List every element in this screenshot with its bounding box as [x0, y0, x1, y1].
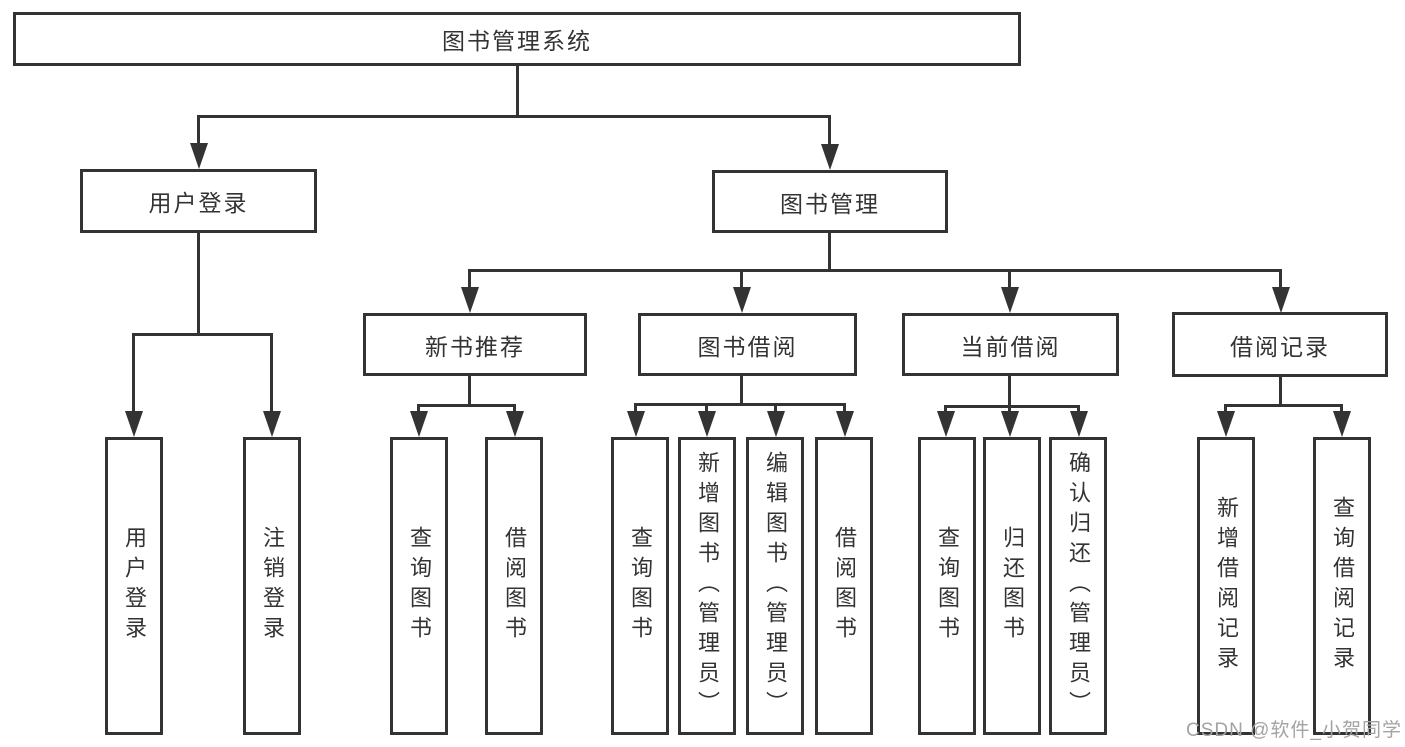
- connector-line: [1279, 269, 1282, 288]
- arrow-down-icon: [1217, 411, 1235, 437]
- node-borrow-record-label: 借阅记录: [1230, 333, 1330, 360]
- node-user-login: 用户登录: [80, 169, 317, 233]
- connector-line: [843, 403, 846, 413]
- leaf-record-query-record-label: 查询借阅记录: [1330, 496, 1355, 676]
- node-new-book-recommend-label: 新书推荐: [425, 333, 525, 360]
- arrow-down-icon: [821, 144, 839, 170]
- connector-line: [1224, 404, 1343, 407]
- connector-line: [944, 405, 1080, 408]
- connector-line: [197, 231, 200, 336]
- leaf-borrow-borrow-books-label: 借阅图书: [832, 526, 857, 646]
- leaf-logout-label: 注销登录: [260, 526, 285, 646]
- leaf-current-query-books-label: 查询图书: [935, 526, 960, 646]
- leaf-borrow-borrow-books: 借阅图书: [815, 437, 873, 735]
- leaf-current-return-books-label: 归还图书: [1000, 526, 1025, 646]
- connector-line: [1279, 375, 1282, 407]
- node-root: 图书管理系统: [13, 12, 1021, 66]
- leaf-recommend-borrow-books-label: 借阅图书: [502, 526, 527, 646]
- connector-line: [774, 403, 777, 413]
- arrow-down-icon: [190, 143, 208, 169]
- leaf-user-login-label: 用户登录: [122, 526, 147, 646]
- connector-line: [513, 404, 516, 413]
- node-book-borrow: 图书借阅: [638, 313, 857, 376]
- csdn-watermark: CSDN @软件_小贺同学: [1186, 720, 1402, 741]
- node-user-login-label: 用户登录: [148, 190, 249, 216]
- connector-line: [828, 115, 831, 146]
- leaf-borrow-add-books-admin-label: 新增图书（管理员）: [695, 451, 720, 721]
- leaf-current-confirm-return-admin: 确认归还（管理员）: [1049, 437, 1107, 735]
- leaf-borrow-edit-books-admin: 编辑图书（管理员）: [746, 437, 804, 735]
- connector-line: [468, 374, 471, 407]
- connector-line: [1008, 374, 1011, 408]
- leaf-borrow-edit-books-admin-label: 编辑图书（管理员）: [763, 451, 788, 721]
- connector-line: [944, 405, 947, 413]
- connector-line: [740, 269, 743, 288]
- arrow-down-icon: [1272, 287, 1290, 313]
- connector-line: [197, 115, 831, 118]
- leaf-user-login: 用户登录: [105, 437, 163, 735]
- node-current-borrow-label: 当前借阅: [960, 333, 1061, 360]
- node-book-borrow-label: 图书借阅: [697, 333, 798, 360]
- leaf-recommend-query-books-label: 查询图书: [407, 526, 432, 646]
- arrow-down-icon: [506, 411, 524, 437]
- leaf-recommend-borrow-books: 借阅图书: [485, 437, 543, 735]
- connector-line: [828, 231, 831, 272]
- connector-line: [634, 403, 637, 413]
- connector-line: [516, 64, 519, 118]
- leaf-recommend-query-books: 查询图书: [390, 437, 448, 735]
- arrow-down-icon: [937, 411, 955, 437]
- arrow-down-icon: [410, 411, 428, 437]
- connector-line: [468, 269, 471, 288]
- leaf-borrow-add-books-admin: 新增图书（管理员）: [678, 437, 736, 735]
- leaf-current-return-books: 归还图书: [983, 437, 1041, 735]
- connector-line: [634, 403, 846, 406]
- leaf-current-confirm-return-admin-label: 确认归还（管理员）: [1066, 451, 1091, 721]
- arrow-down-icon: [1070, 411, 1088, 437]
- arrow-down-icon: [698, 411, 716, 437]
- connector-line: [417, 404, 516, 407]
- connector-line: [705, 403, 708, 413]
- connector-line: [132, 333, 135, 411]
- leaf-current-query-books: 查询图书: [918, 437, 976, 735]
- leaf-borrow-query-books-label: 查询图书: [628, 526, 653, 646]
- arrow-down-icon: [627, 411, 645, 437]
- connector-line: [468, 269, 1282, 272]
- connector-line: [197, 115, 200, 146]
- node-new-book-recommend: 新书推荐: [363, 313, 587, 376]
- connector-line: [270, 333, 273, 411]
- leaf-borrow-query-books: 查询图书: [611, 437, 669, 735]
- arrow-down-icon: [263, 411, 281, 437]
- leaf-record-add-record: 新增借阅记录: [1197, 437, 1255, 735]
- arrow-down-icon: [1001, 411, 1019, 437]
- connector-line: [1224, 404, 1227, 413]
- connector-line: [1008, 269, 1011, 288]
- connector-line: [1340, 404, 1343, 413]
- connector-line: [417, 404, 420, 413]
- node-borrow-record: 借阅记录: [1172, 312, 1388, 377]
- connector-line: [132, 333, 273, 336]
- node-root-label: 图书管理系统: [442, 28, 592, 54]
- arrow-down-icon: [1333, 411, 1351, 437]
- arrow-down-icon: [461, 287, 479, 313]
- connector-line: [1077, 405, 1080, 413]
- arrow-down-icon: [125, 411, 143, 437]
- connector-line: [1008, 405, 1011, 413]
- arrow-down-icon: [1001, 287, 1019, 313]
- leaf-logout: 注销登录: [243, 437, 301, 735]
- connector-line: [740, 374, 743, 406]
- arrow-down-icon: [836, 411, 854, 437]
- node-current-borrow: 当前借阅: [902, 313, 1119, 376]
- arrow-down-icon: [767, 411, 785, 437]
- arrow-down-icon: [733, 287, 751, 313]
- leaf-record-add-record-label: 新增借阅记录: [1214, 496, 1239, 676]
- leaf-record-query-record: 查询借阅记录: [1313, 437, 1371, 735]
- node-book-management: 图书管理: [712, 170, 948, 233]
- node-book-management-label: 图书管理: [780, 190, 880, 217]
